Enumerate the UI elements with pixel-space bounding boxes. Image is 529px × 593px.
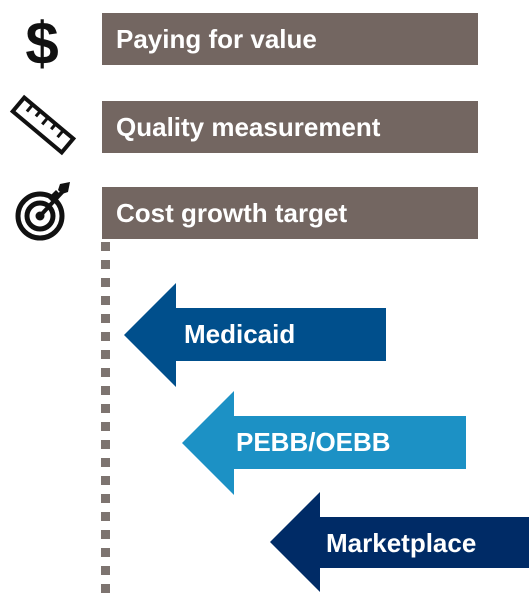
medicaid-label: Medicaid [184, 319, 296, 349]
dotted-timeline [101, 242, 110, 593]
dollar-icon: $ [8, 10, 78, 77]
cost-growth-target-bar: Cost growth target [102, 187, 478, 239]
paying-for-value-bar: Paying for value [102, 13, 478, 65]
quality-measurement-bar: Quality measurement [102, 101, 478, 153]
pebb-oebb-arrow: PEBB/OEBB [182, 391, 468, 496]
pebb-oebb-label: PEBB/OEBB [236, 427, 391, 457]
medicaid-arrow: Medicaid [124, 283, 388, 388]
svg-text:$: $ [25, 10, 58, 70]
ruler-icon [8, 92, 78, 156]
marketplace-label: Marketplace [326, 528, 477, 558]
target-icon [8, 180, 78, 241]
marketplace-arrow: Marketplace [270, 492, 529, 593]
